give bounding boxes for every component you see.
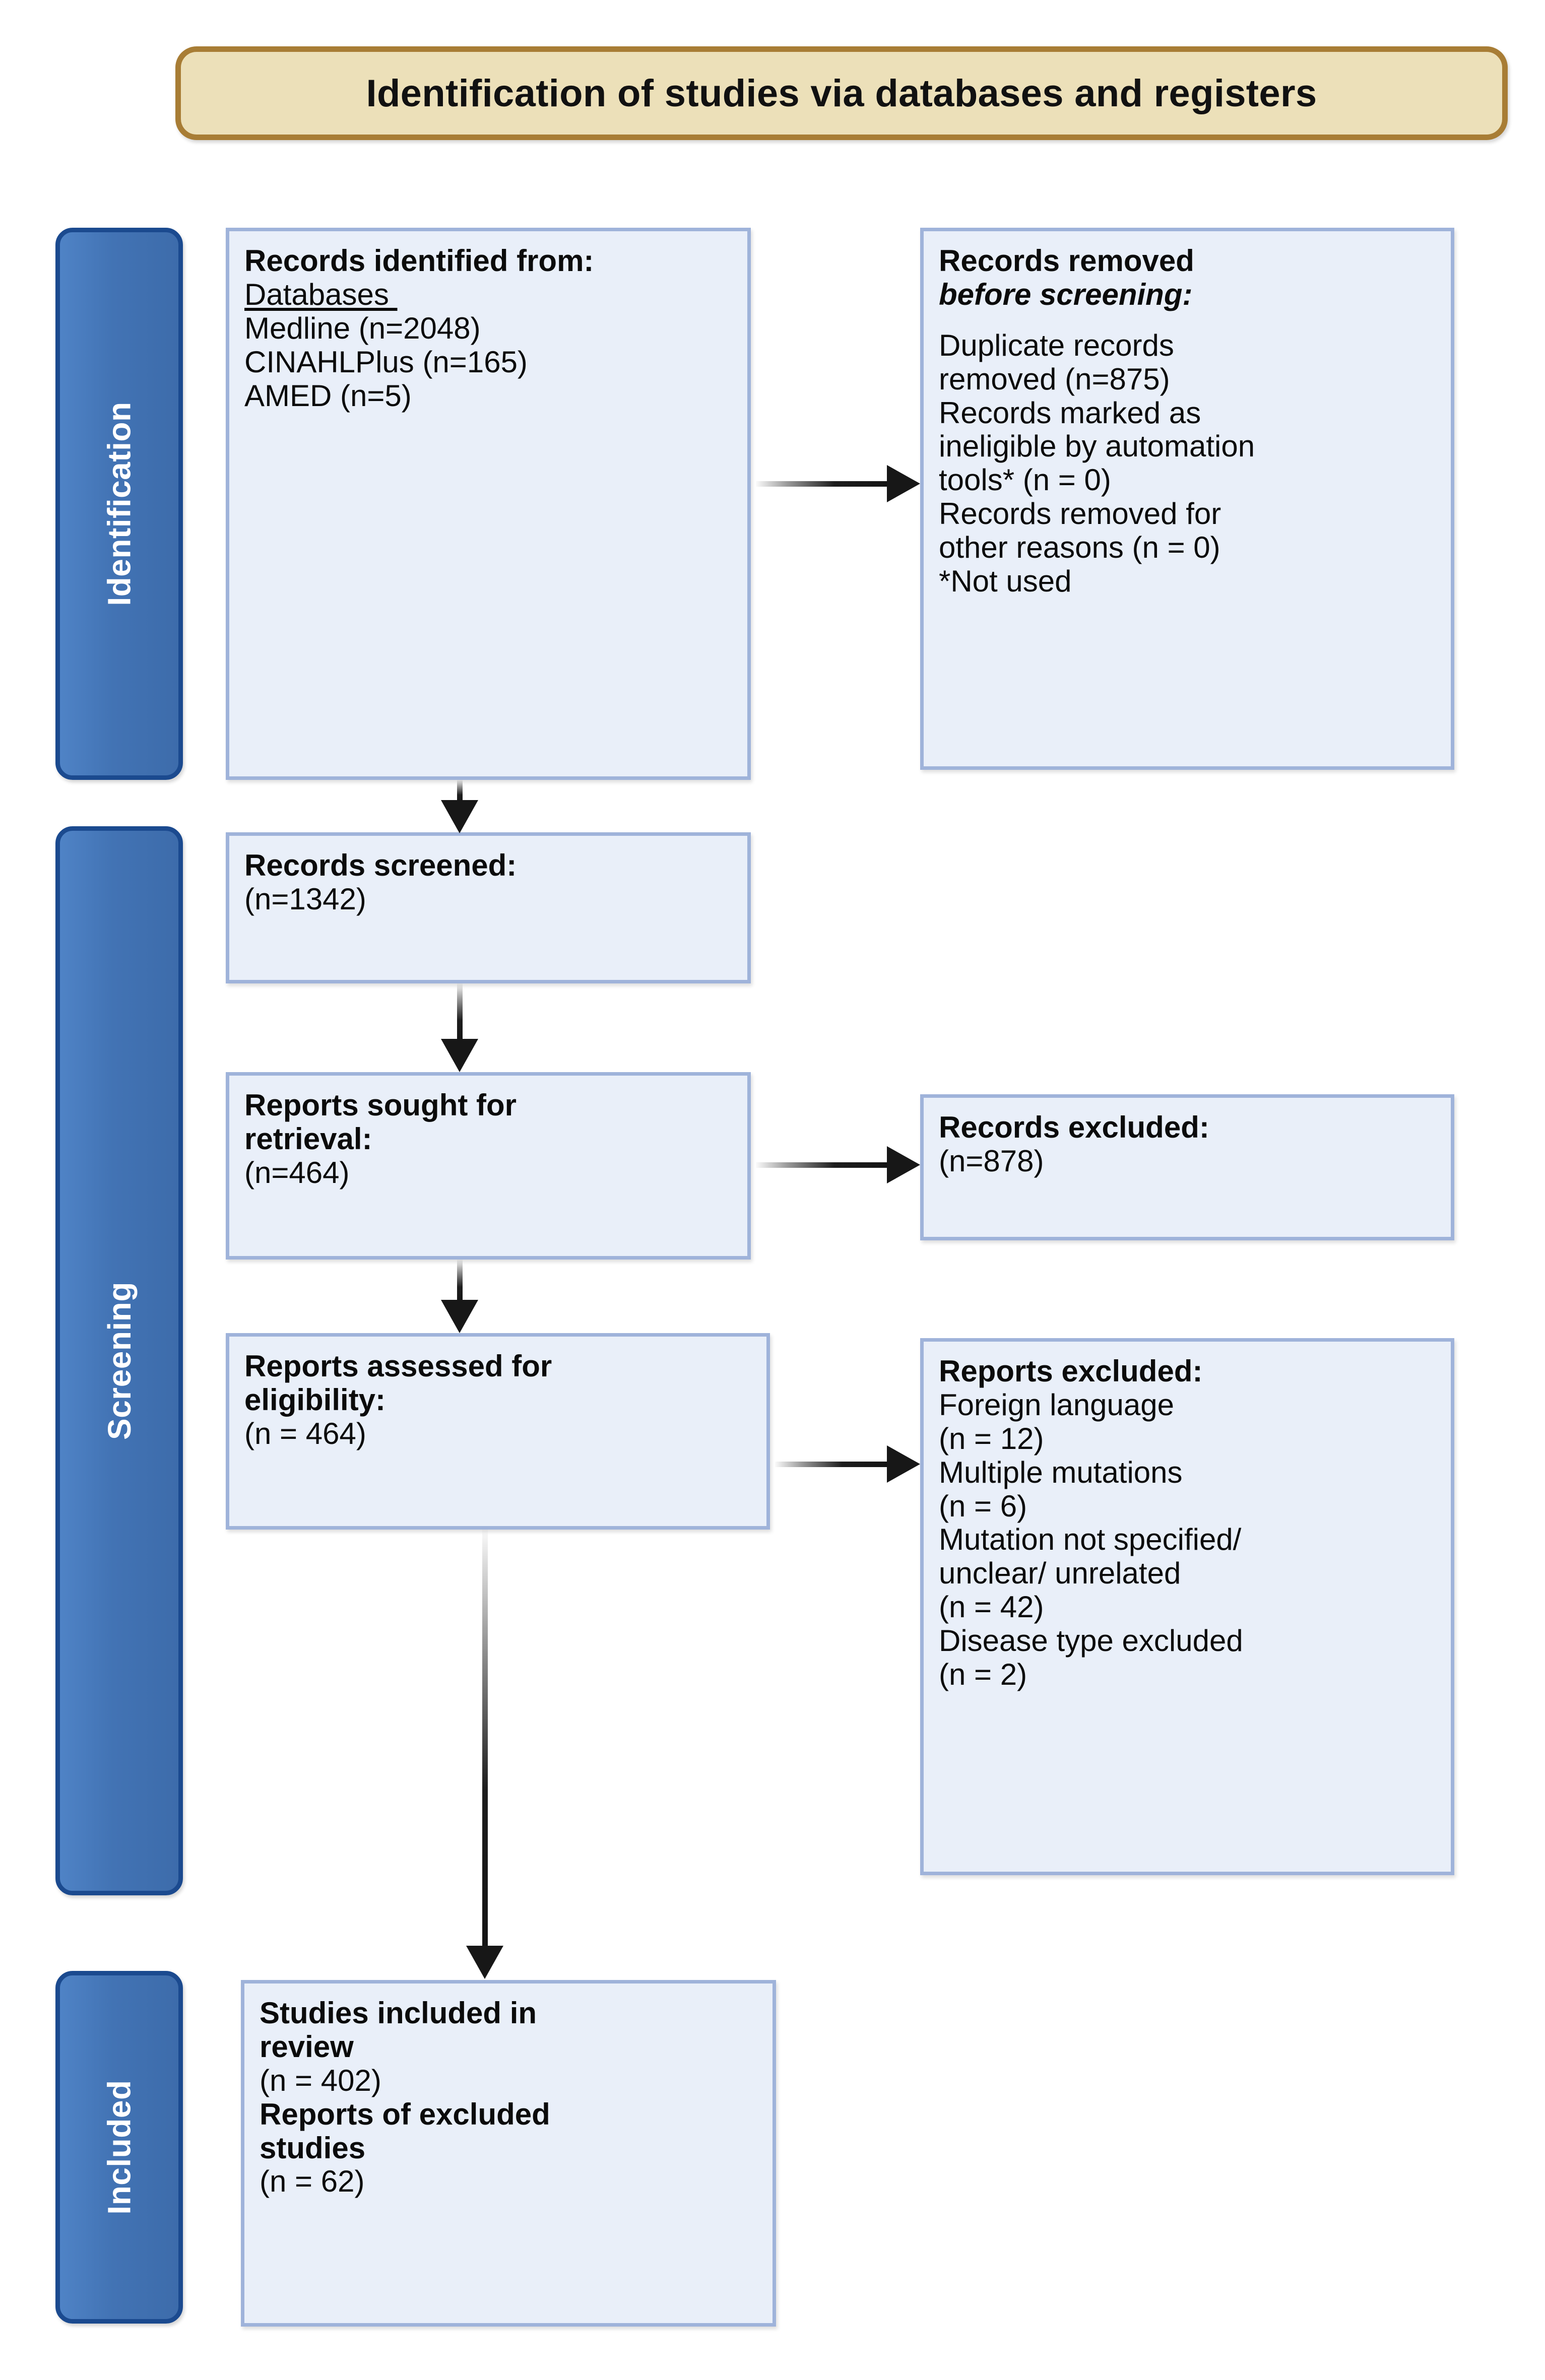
arrow-head bbox=[887, 1146, 920, 1183]
arrow-head bbox=[466, 1946, 503, 1979]
records-removed-other-line2: other reasons (n = 0) bbox=[939, 531, 1220, 565]
records-removed-duplicate-line2: removed (n=875) bbox=[939, 362, 1170, 396]
studies-included-heading-line1: Studies included in bbox=[260, 1996, 537, 2030]
reports-assessed-heading-line2: eligibility: bbox=[244, 1382, 386, 1417]
box-records-screened: Records screened: (n=1342) bbox=[226, 832, 751, 983]
records-identified-heading: Records identified from: bbox=[244, 244, 594, 278]
stage-bar-screening: Screening bbox=[55, 826, 183, 1895]
reports-excluded-reason-multiple-mutations-count: (n = 6) bbox=[939, 1489, 1027, 1523]
records-identified-amed: AMED (n=5) bbox=[244, 378, 412, 413]
box-reports-sought-for-retrieval: Reports sought for retrieval: (n=464) bbox=[226, 1072, 751, 1260]
arrow-head bbox=[887, 465, 920, 502]
arrow-shaft bbox=[457, 983, 463, 1043]
reports-sought-heading-line2: retrieval: bbox=[244, 1121, 372, 1156]
box-records-removed-before-screening: Records removed before screening: Duplic… bbox=[920, 228, 1454, 770]
records-removed-ineligible-line1: Records marked as bbox=[939, 395, 1201, 430]
arrow-head bbox=[441, 1300, 478, 1333]
reports-assessed-count: (n = 464) bbox=[244, 1416, 366, 1450]
records-removed-ineligible-line2: ineligible by automation bbox=[939, 429, 1255, 464]
arrow-shaft bbox=[457, 1260, 463, 1304]
records-excluded-heading: Records excluded: bbox=[939, 1110, 1209, 1144]
stage-bar-identification: Identification bbox=[55, 228, 183, 780]
arrow-shaft bbox=[457, 780, 463, 804]
records-removed-spacer bbox=[939, 312, 1438, 329]
box-reports-excluded: Reports excluded: Foreign language (n = … bbox=[920, 1338, 1454, 1875]
records-screened-count: (n=1342) bbox=[244, 882, 366, 916]
records-removed-other-line1: Records removed for bbox=[939, 497, 1221, 531]
reports-excluded-reason-mutation-unspecified-line1: Mutation not specified/ bbox=[939, 1523, 1242, 1557]
arrow-shaft bbox=[756, 481, 887, 487]
reports-sought-heading-line1: Reports sought for bbox=[244, 1088, 517, 1122]
records-removed-heading-italic: before screening: bbox=[939, 277, 1193, 311]
records-identified-subheading: Databases bbox=[244, 277, 398, 311]
records-screened-heading: Records screened: bbox=[244, 848, 517, 882]
reports-of-excluded-studies-heading-line1: Reports of excluded bbox=[260, 2097, 550, 2131]
records-removed-ineligible-line3: tools* (n = 0) bbox=[939, 463, 1111, 497]
box-studies-included: Studies included in review (n = 402) Rep… bbox=[241, 1980, 776, 2327]
diagram-title: Identification of studies via databases … bbox=[366, 72, 1317, 115]
arrow-shaft bbox=[482, 1530, 488, 1949]
records-removed-heading-bold: Records removed bbox=[939, 244, 1203, 278]
stage-label-screening: Screening bbox=[101, 1282, 138, 1440]
stage-label-included: Included bbox=[101, 2080, 138, 2215]
studies-included-heading-line2: review bbox=[260, 2029, 354, 2064]
arrow-head bbox=[441, 1039, 478, 1072]
reports-sought-count: (n=464) bbox=[244, 1155, 350, 1189]
reports-excluded-reason-foreign-language-count: (n = 12) bbox=[939, 1421, 1044, 1456]
stage-bar-included: Included bbox=[55, 1971, 183, 2324]
reports-excluded-reason-mutation-unspecified-count: (n = 42) bbox=[939, 1590, 1044, 1624]
arrow-head bbox=[887, 1445, 920, 1483]
arrow-shaft bbox=[775, 1461, 887, 1467]
box-reports-assessed-for-eligibility: Reports assessed for eligibility: (n = 4… bbox=[226, 1333, 770, 1530]
reports-excluded-reason-multiple-mutations: Multiple mutations bbox=[939, 1455, 1183, 1489]
records-removed-duplicate-line1: Duplicate records bbox=[939, 328, 1174, 362]
records-excluded-count: (n=878) bbox=[939, 1144, 1044, 1178]
reports-of-excluded-studies-count: (n = 62) bbox=[260, 2164, 365, 2199]
reports-excluded-reason-disease-type-count: (n = 2) bbox=[939, 1658, 1027, 1692]
reports-assessed-heading-line1: Reports assessed for bbox=[244, 1349, 552, 1383]
records-removed-footnote: *Not used bbox=[939, 564, 1072, 599]
arrow-head bbox=[441, 800, 478, 833]
reports-excluded-reason-disease-type: Disease type excluded bbox=[939, 1624, 1243, 1658]
studies-included-count: (n = 402) bbox=[260, 2063, 381, 2097]
records-identified-medline: Medline (n=2048) bbox=[244, 311, 481, 345]
diagram-title-banner: Identification of studies via databases … bbox=[175, 46, 1508, 140]
reports-of-excluded-studies-heading-line2: studies bbox=[260, 2131, 366, 2165]
arrow-shaft bbox=[756, 1162, 887, 1168]
box-records-excluded: Records excluded: (n=878) bbox=[920, 1094, 1454, 1240]
box-records-identified: Records identified from: Databases Medli… bbox=[226, 228, 751, 780]
reports-excluded-reason-mutation-unspecified-line2: unclear/ unrelated bbox=[939, 1556, 1181, 1591]
records-identified-cinahlplus: CINAHLPlus (n=165) bbox=[244, 345, 528, 379]
stage-label-identification: Identification bbox=[101, 402, 138, 606]
reports-excluded-reason-foreign-language: Foreign language bbox=[939, 1387, 1175, 1422]
reports-excluded-heading: Reports excluded: bbox=[939, 1354, 1203, 1388]
